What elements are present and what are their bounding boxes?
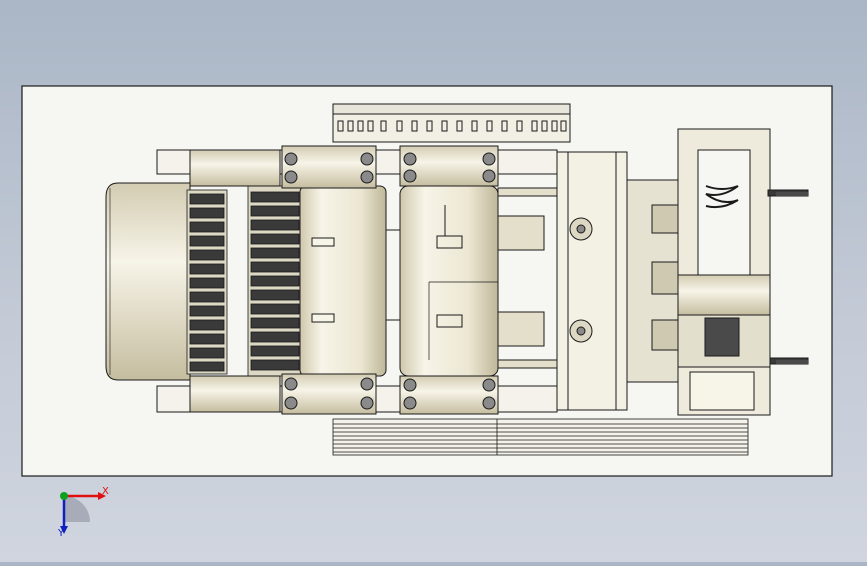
- top-band[interactable]: [332, 103, 571, 143]
- y-axis-label: Y: [58, 528, 65, 539]
- bearing-block-mid-bottom[interactable]: [399, 375, 499, 415]
- x-axis-label: X: [102, 486, 109, 497]
- x-axis-head: [98, 492, 106, 500]
- right-carriage[interactable]: [626, 179, 679, 383]
- drum-middle[interactable]: [399, 185, 499, 377]
- spring-frame[interactable]: [677, 128, 809, 365]
- flange-top-left[interactable]: [189, 149, 281, 187]
- frame-plate[interactable]: [556, 151, 628, 411]
- drum-left[interactable]: [299, 185, 400, 377]
- comb-block-left[interactable]: [186, 189, 228, 375]
- motor-housing[interactable]: [677, 274, 771, 416]
- z-axis-head: [60, 526, 68, 534]
- bottom-belt[interactable]: [332, 418, 749, 456]
- triad-arc: [64, 496, 90, 522]
- left-guard[interactable]: [105, 182, 191, 381]
- rod-ends[interactable]: [776, 192, 808, 364]
- bearing-block-left-top[interactable]: [281, 145, 377, 189]
- coordinate-triad: [60, 492, 106, 534]
- comb-block-right[interactable]: [247, 185, 303, 377]
- bearing-block-left-bottom[interactable]: [281, 373, 377, 415]
- bearing-block-mid-top[interactable]: [399, 145, 499, 187]
- shaft-rods[interactable]: [497, 187, 559, 369]
- y-axis-dot: [60, 492, 68, 500]
- flange-bottom-left[interactable]: [189, 375, 281, 413]
